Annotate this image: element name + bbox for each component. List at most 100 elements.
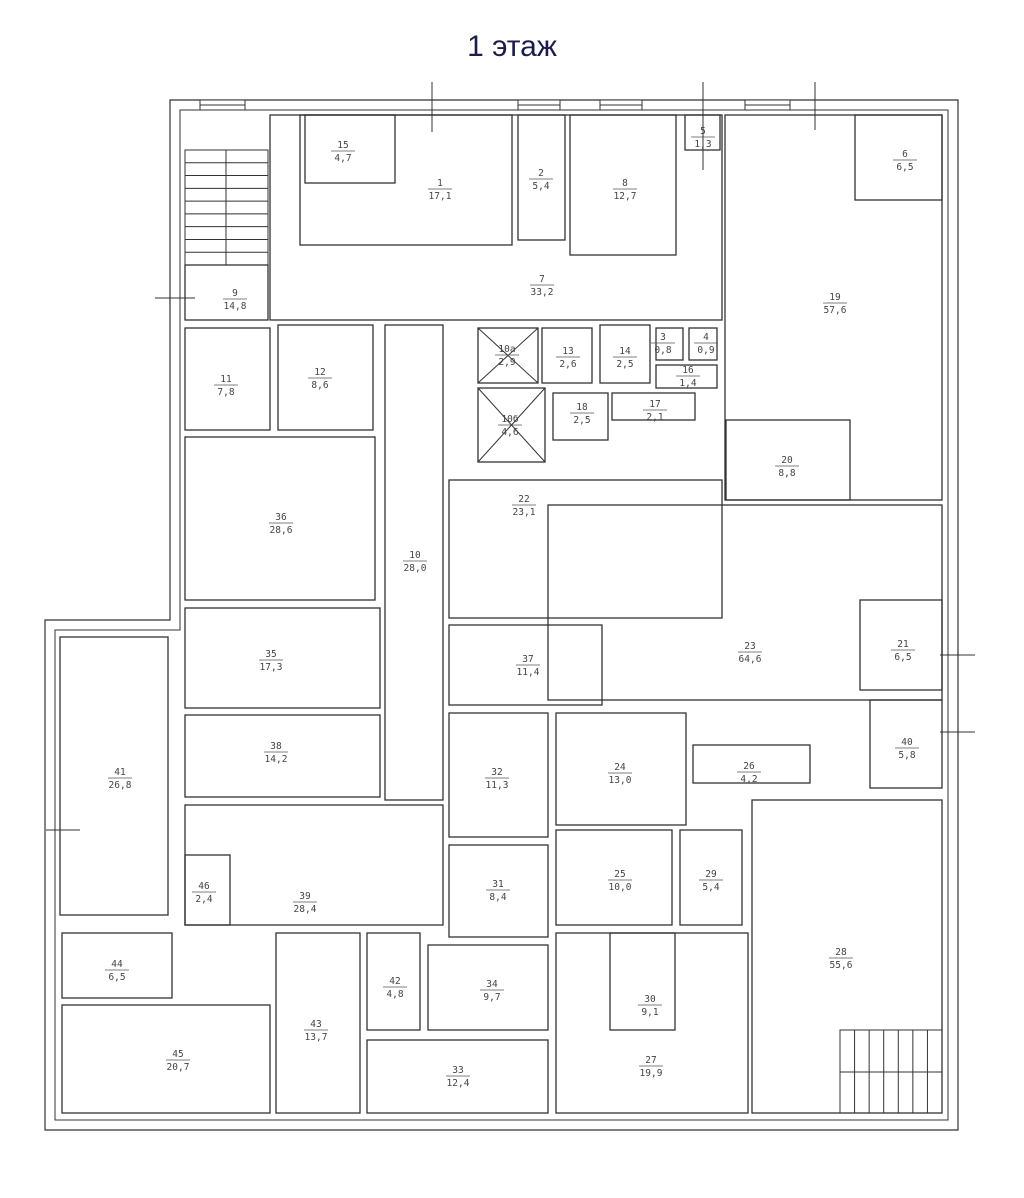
- room-area: 6,5: [108, 972, 125, 983]
- room-number: 36: [275, 512, 287, 523]
- room-22-outline: [448, 479, 723, 619]
- room-number: 18: [576, 402, 588, 413]
- room-area: 0,9: [697, 345, 714, 356]
- room-number: 21: [897, 639, 909, 650]
- room-number: 20: [781, 455, 793, 466]
- room-area: 17,1: [429, 191, 452, 202]
- room-25-outline: [555, 829, 673, 926]
- room-number: 24: [614, 762, 626, 773]
- room-10б-outline: [477, 387, 546, 463]
- room-number: 45: [172, 1049, 183, 1060]
- room-40-outline: [869, 699, 943, 789]
- room-number: 26: [743, 761, 755, 772]
- room-number: 30: [644, 994, 656, 1005]
- room-12-outline: [277, 324, 374, 431]
- room-42-outline: [366, 932, 421, 1031]
- room-area: 9,7: [483, 992, 500, 1003]
- room-44-outline: [61, 932, 173, 999]
- room-area: 9,1: [641, 1007, 658, 1018]
- room-area: 20,7: [167, 1062, 190, 1073]
- room-4-outline: [688, 327, 718, 361]
- room-area: 5,4: [532, 181, 549, 192]
- room-area: 57,6: [824, 305, 847, 316]
- room-number: 43: [310, 1019, 321, 1030]
- room-number: 44: [111, 959, 123, 970]
- room-29-outline: [679, 829, 743, 926]
- room-13-outline: [541, 327, 593, 384]
- room-37-outline: [448, 624, 603, 706]
- room-10-outline: [384, 324, 444, 801]
- room-27-outline: [555, 932, 749, 1114]
- room-area: 2,9: [498, 357, 515, 368]
- room-area: 4,6: [501, 427, 518, 438]
- room-number: 37: [522, 654, 533, 665]
- room-number: 25: [614, 869, 625, 880]
- room-number: 10: [409, 550, 421, 561]
- room-34-outline: [427, 944, 549, 1031]
- room-30-outline: [609, 932, 676, 1031]
- room-number: 11: [220, 374, 232, 385]
- room-area: 14,2: [265, 754, 288, 765]
- room-number: 7: [539, 274, 545, 285]
- outer-wall: [44, 99, 959, 1131]
- room-number: 40: [901, 737, 913, 748]
- room-number: 17: [649, 399, 660, 410]
- room-area: 2,5: [573, 415, 590, 426]
- room-area: 8,8: [778, 468, 795, 479]
- room-46-outline: [184, 854, 231, 926]
- room-area: 12,4: [447, 1078, 470, 1089]
- floor-title: 1 этаж: [467, 30, 557, 63]
- room-number: 10а: [498, 344, 515, 355]
- room-area: 28,6: [270, 525, 293, 536]
- room-area: 8,6: [311, 380, 328, 391]
- room-number: 9: [232, 288, 238, 299]
- room-45-outline: [61, 1004, 271, 1114]
- room-14-outline: [599, 324, 651, 384]
- room-26-outline: [692, 744, 811, 784]
- room-area: 7,8: [217, 387, 234, 398]
- room-area: 19,9: [640, 1068, 663, 1079]
- room-6-outline: [854, 114, 943, 201]
- shaft-cross: [477, 327, 539, 384]
- room-23-outline: [547, 504, 943, 701]
- room-area: 8,4: [489, 892, 506, 903]
- room-28-outline: [751, 799, 943, 1114]
- room-area: 5,8: [898, 750, 915, 761]
- room-area: 12,7: [614, 191, 637, 202]
- room-15-outline: [304, 114, 396, 184]
- room-number: 38: [270, 741, 282, 752]
- room-number: 31: [492, 879, 504, 890]
- room-number: 12: [314, 367, 325, 378]
- room-number: 3: [660, 332, 666, 343]
- room-number: 42: [389, 976, 400, 987]
- room-number: 4: [703, 332, 709, 343]
- room-number: 46: [198, 881, 210, 892]
- room-area: 28,4: [294, 904, 317, 915]
- room-number: 15: [337, 140, 348, 151]
- room-18-outline: [552, 392, 609, 441]
- room-area: 2,4: [195, 894, 212, 905]
- room-area: 11,3: [486, 780, 509, 791]
- room-number: 1: [437, 178, 443, 189]
- room-area: 23,1: [513, 507, 536, 518]
- room-area: 55,6: [830, 960, 853, 971]
- room-number: 19: [829, 292, 841, 303]
- room-area: 4,2: [740, 774, 757, 785]
- room-number: 33: [452, 1065, 463, 1076]
- room-41-outline: [59, 636, 169, 916]
- room-area: 2,6: [559, 359, 576, 370]
- room-36-outline: [184, 436, 376, 601]
- room-number: 34: [486, 979, 498, 990]
- room-area: 64,6: [739, 654, 762, 665]
- room-7-outline: [269, 114, 723, 321]
- room-area: 28,0: [404, 563, 427, 574]
- room-10а-outline: [477, 327, 539, 384]
- room-area: 14,8: [224, 301, 247, 312]
- room-number: 35: [265, 649, 276, 660]
- outer-wall-inner: [54, 109, 949, 1121]
- room-16-outline: [655, 364, 718, 389]
- room-area: 6,5: [896, 162, 913, 173]
- room-area: 13,7: [305, 1032, 328, 1043]
- room-number: 10б: [501, 414, 518, 425]
- room-number: 23: [744, 641, 755, 652]
